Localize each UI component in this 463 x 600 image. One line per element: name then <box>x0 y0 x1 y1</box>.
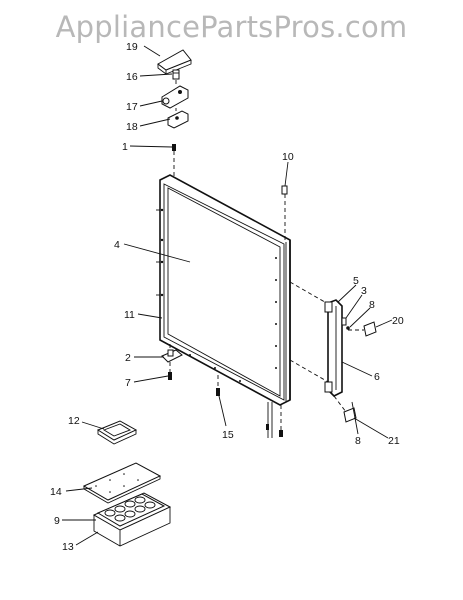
callout-labels: 19 16 17 18 1 10 4 11 2 7 15 5 3 8 20 6 … <box>50 41 404 553</box>
top-hinge-part[interactable] <box>161 85 189 109</box>
hinge-shim-part[interactable] <box>167 110 189 129</box>
callout-18: 18 <box>126 121 138 133</box>
small-tray-part[interactable] <box>96 420 138 445</box>
bottom-edge-screw-part[interactable] <box>216 388 220 396</box>
callout-10: 10 <box>282 151 294 163</box>
bottom-screw-part[interactable] <box>168 372 172 380</box>
callout-1: 1 <box>122 141 128 153</box>
bottom-hinge-part[interactable] <box>161 349 183 363</box>
hinge-pin-part[interactable] <box>172 69 180 80</box>
callout-11: 11 <box>124 309 135 321</box>
callout-19: 19 <box>126 41 138 53</box>
callout-7: 7 <box>125 377 131 389</box>
callout-17: 17 <box>126 101 138 113</box>
callout-9: 9 <box>54 515 60 527</box>
bin-cover-part[interactable] <box>82 462 162 504</box>
top-right-screw-part[interactable] <box>281 185 288 195</box>
callout-20: 20 <box>392 315 404 327</box>
callout-15: 15 <box>222 429 234 441</box>
ice-cube-tray-part[interactable] <box>96 493 166 527</box>
callout-5: 5 <box>353 275 359 287</box>
callout-21: 21 <box>388 435 400 447</box>
callout-13: 13 <box>62 541 74 553</box>
handle-screw-part[interactable] <box>341 317 350 330</box>
watermark: AppliancePartsPros.com <box>55 10 408 44</box>
callout-3: 3 <box>361 285 367 297</box>
callout-4: 4 <box>114 239 120 251</box>
top-screw-part[interactable] <box>172 144 176 151</box>
callout-12: 12 <box>68 415 80 427</box>
callout-14: 14 <box>50 486 62 498</box>
leader-lines <box>62 45 393 546</box>
door-panel-part[interactable] <box>159 174 291 406</box>
callout-8-lower: 8 <box>355 435 361 447</box>
callout-6: 6 <box>374 371 380 383</box>
handle-end-cap-upper-part[interactable] <box>363 321 377 337</box>
callout-16: 16 <box>126 71 138 83</box>
callout-8-upper: 8 <box>369 299 375 311</box>
door-handle-part[interactable] <box>324 299 343 397</box>
callout-2: 2 <box>125 352 131 364</box>
handle-end-cap-lower-part[interactable] <box>343 407 357 423</box>
